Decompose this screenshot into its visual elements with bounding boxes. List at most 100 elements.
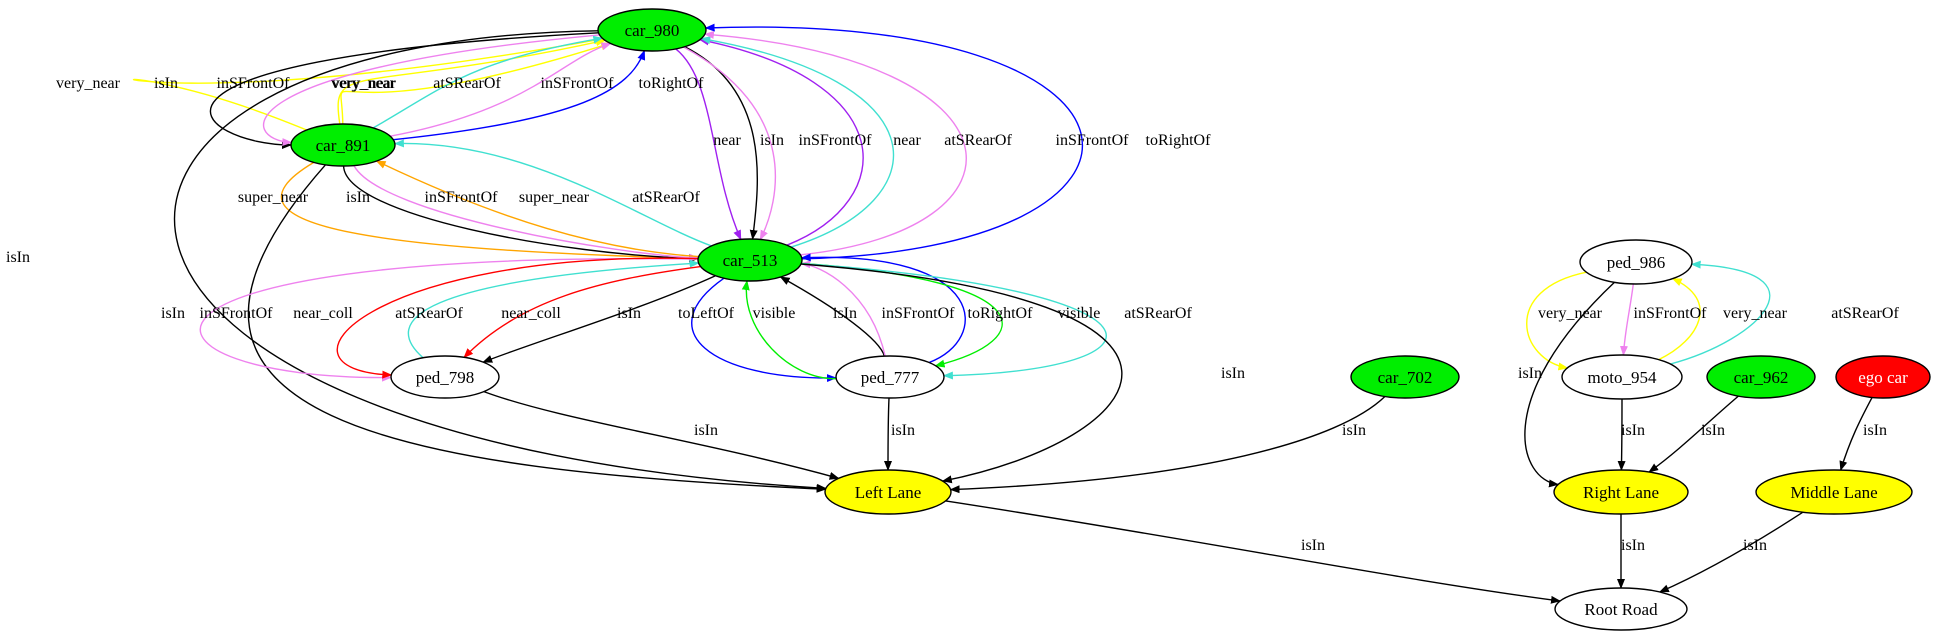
edge-car_513-toLeftOf-ped_777 bbox=[691, 277, 837, 383]
edge-ego_car-isIn-middle_lane bbox=[1839, 397, 1873, 472]
node-ped_986[interactable]: ped_986 bbox=[1579, 239, 1693, 285]
edge-label: isIn bbox=[154, 75, 178, 92]
edge-ped_798-isIn-left_lane bbox=[483, 390, 840, 480]
node-label: moto_954 bbox=[1588, 368, 1657, 387]
node-right_lane[interactable]: Right Lane bbox=[1553, 469, 1689, 515]
edge-car_513-atSRearOf-car_980 bbox=[700, 36, 895, 248]
edge-car_891-inSFrontOf-car_513 bbox=[353, 165, 700, 262]
edge-middle_lane-isIn-root_road bbox=[1658, 511, 1804, 593]
edge-car_891-atSRearOf-car_980 bbox=[372, 35, 604, 129]
edge-ped_777-toRightOf-car_513 bbox=[800, 253, 966, 364]
edge-moto_954-very_near-ped_986 bbox=[1658, 277, 1701, 361]
edge-ped_777-isIn-car_513 bbox=[779, 276, 886, 357]
edge-ped_986-very_near-moto_954 bbox=[1526, 271, 1587, 371]
node-car_891[interactable]: car_891 bbox=[290, 123, 396, 167]
edge-car_980-inSFrontOf-car_891 bbox=[262, 34, 600, 147]
edge-label: visible bbox=[1058, 305, 1101, 322]
edge-car_891-very_near-car_980 bbox=[340, 42, 612, 125]
nodes-layer: car_980 car_891 car_513 ped_798 ped_777 car_7… bbox=[290, 8, 1931, 631]
edge-car_980-inSFrontOf-car_513 bbox=[683, 46, 776, 241]
edge-label: inSFrontOf bbox=[425, 189, 499, 206]
edge-label: isIn bbox=[617, 305, 641, 322]
node-ellipse bbox=[1561, 354, 1683, 400]
edge-label: visible bbox=[753, 305, 796, 322]
edge-label: atSRearOf bbox=[944, 132, 1012, 149]
edge-label: inSFrontOf bbox=[799, 132, 873, 149]
node-ellipse bbox=[1706, 355, 1816, 399]
edge-label: isIn bbox=[1342, 422, 1366, 439]
edge-label: very_near bbox=[56, 75, 121, 92]
node-left_lane[interactable]: Left Lane bbox=[824, 469, 952, 515]
edge-car_513-near_coll-ped_798 bbox=[463, 265, 701, 359]
node-ellipse bbox=[1755, 469, 1913, 515]
node-label: Middle Lane bbox=[1790, 483, 1877, 502]
node-ellipse bbox=[1350, 355, 1460, 399]
edge-label: isIn bbox=[1743, 537, 1767, 554]
edge-label: near_coll bbox=[501, 305, 561, 322]
edge-label: isIn bbox=[1518, 365, 1542, 382]
edge-ped_777-isIn-left_lane bbox=[884, 397, 893, 471]
node-label: Root Road bbox=[1584, 600, 1658, 619]
edge-car_513-super_near-car_891 bbox=[375, 160, 699, 258]
edge-label: very_near bbox=[1538, 305, 1603, 322]
node-ellipse bbox=[835, 355, 945, 399]
node-ellipse bbox=[1553, 469, 1689, 515]
edge-label: atSRearOf bbox=[1831, 305, 1899, 322]
edge-car_513-isIn-left_lane bbox=[800, 263, 1123, 484]
edge-label: isIn bbox=[1301, 537, 1325, 554]
edge-label: isIn bbox=[1621, 422, 1645, 439]
edge-moto_954-atSRearOf-ped_986 bbox=[1670, 260, 1771, 365]
node-ellipse bbox=[824, 469, 952, 515]
edge-label: toRightOf bbox=[1146, 132, 1212, 149]
node-car_962[interactable]: car_962 bbox=[1706, 355, 1816, 399]
node-ego_car[interactable]: ego car bbox=[1835, 355, 1931, 399]
edge-label: inSFrontOf bbox=[217, 75, 291, 92]
edge-label: isIn bbox=[1221, 365, 1245, 382]
node-car_980[interactable]: car_980 bbox=[597, 8, 707, 52]
edge-ped_986-inSFrontOf-moto_954 bbox=[1619, 283, 1634, 356]
node-ped_798[interactable]: ped_798 bbox=[390, 355, 500, 399]
edge-car_891-very_near-car_980 bbox=[132, 36, 604, 131]
edge-label: very_near bbox=[1723, 305, 1788, 322]
node-car_513[interactable]: car_513 bbox=[697, 238, 803, 282]
edge-car_513-toRightOf-car_980 bbox=[704, 23, 1084, 260]
edge-label: isIn bbox=[1863, 422, 1887, 439]
node-middle_lane[interactable]: Middle Lane bbox=[1755, 469, 1913, 515]
edge-label: atSRearOf bbox=[433, 75, 501, 92]
edge-car_980-near-car_513 bbox=[675, 48, 742, 241]
edge-label: isIn bbox=[1621, 537, 1645, 554]
edge-moto_954-isIn-right_lane bbox=[1617, 398, 1626, 471]
node-label: car_891 bbox=[316, 136, 371, 155]
node-label: car_980 bbox=[625, 21, 680, 40]
node-car_702[interactable]: car_702 bbox=[1350, 355, 1460, 399]
edge-car_891-inSFrontOf-car_980 bbox=[390, 42, 612, 137]
edge-car_513-atSRearOf-car_891 bbox=[393, 139, 712, 247]
node-ellipse bbox=[1835, 355, 1931, 399]
edge-car_891-isIn-car_513 bbox=[342, 165, 700, 263]
node-ped_777[interactable]: ped_777 bbox=[835, 355, 945, 399]
edge-labels-layer: very_near very_near isIn inSFrontOf very_nea… bbox=[6, 75, 1899, 554]
edge-label: super_near bbox=[519, 189, 590, 206]
edge-label: near bbox=[893, 132, 921, 149]
node-label: ped_777 bbox=[861, 368, 920, 387]
edge-label: inSFrontOf bbox=[882, 305, 956, 322]
edge-label: isIn bbox=[161, 305, 185, 322]
edge-car_513-near_coll-ped_798 bbox=[336, 257, 699, 379]
node-moto_954[interactable]: moto_954 bbox=[1561, 354, 1683, 400]
edge-label: toRightOf bbox=[968, 305, 1034, 322]
node-root_road[interactable]: Root Road bbox=[1554, 587, 1688, 631]
edge-left_lane-isIn-root_road bbox=[945, 500, 1561, 604]
edge-label: inSFrontOf bbox=[541, 75, 615, 92]
node-ellipse bbox=[1554, 587, 1688, 631]
edge-label: inSFrontOf bbox=[1056, 132, 1130, 149]
edge-car_980-isIn-left_lane bbox=[173, 30, 827, 492]
node-label: ped_798 bbox=[416, 368, 475, 387]
node-ellipse bbox=[390, 355, 500, 399]
edge-car_891-super_near-car_513 bbox=[280, 161, 700, 263]
edge-car_513-near-car_980 bbox=[698, 37, 864, 246]
node-label: ped_986 bbox=[1607, 253, 1666, 272]
node-ellipse bbox=[597, 8, 707, 52]
edge-label: isIn bbox=[1701, 422, 1725, 439]
edge-label: toLeftOf bbox=[678, 305, 735, 322]
